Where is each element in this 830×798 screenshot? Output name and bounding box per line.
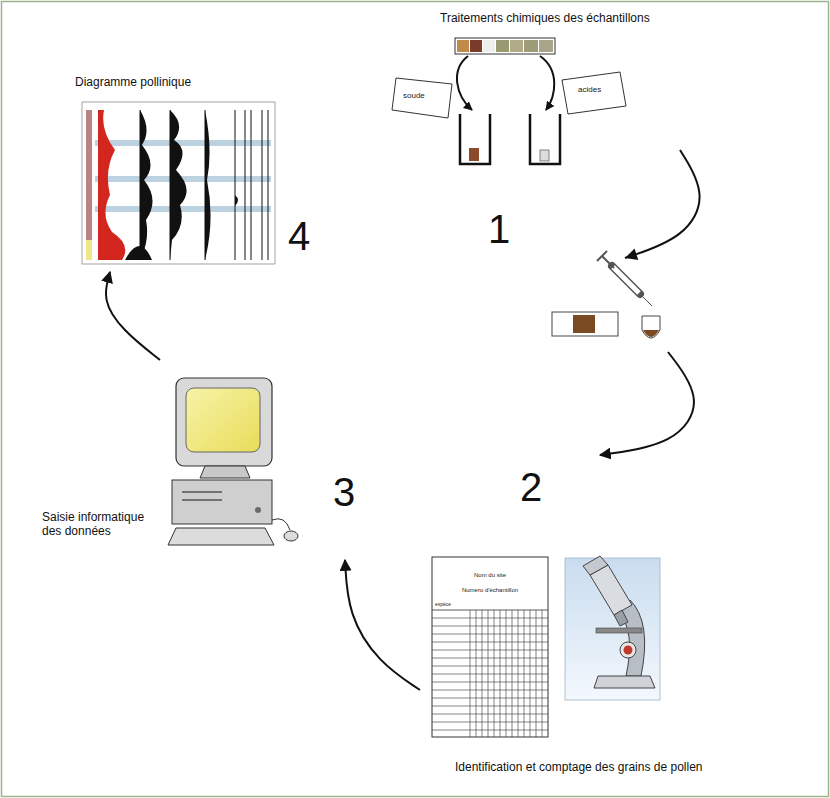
- step-number: 3: [333, 468, 355, 516]
- sheet-heading: Numero d'échantillon: [440, 587, 540, 594]
- step-group: Traitements chimiques des échantillons 1: [390, 5, 680, 257]
- bottle-label: soude: [403, 92, 425, 101]
- step-number: 2: [520, 463, 542, 511]
- sheet-heading: Nom du site: [440, 572, 540, 579]
- computer-icon: [168, 378, 298, 545]
- step-title: Traitements chimiques des échantillons: [440, 11, 650, 25]
- flow-arrow: [345, 560, 420, 690]
- flow-arrow: [600, 150, 700, 455]
- step-title: Diagramme pollinique: [75, 75, 191, 89]
- step-group: Diagramme pollinique 4: [70, 70, 330, 272]
- step-group: Saisie informatique des données 3: [30, 360, 380, 560]
- counting-sheet: [432, 557, 548, 737]
- bottle-label: acides: [578, 86, 601, 95]
- microscope-picture: [565, 556, 660, 700]
- chemical-treatment-illustration: [392, 38, 626, 164]
- slide-preparation-illustration: [552, 249, 660, 338]
- step-number: 4: [288, 212, 310, 260]
- pollen-diagram-picture: [82, 102, 275, 264]
- step-title: Identification et comptage des grains de…: [455, 760, 703, 774]
- flow-arrow: [106, 272, 160, 360]
- step-group: 2Identification et comptage des grains d…: [420, 455, 800, 785]
- step-number: 1: [488, 205, 510, 253]
- step-title: Saisie informatique des données: [42, 510, 162, 539]
- sheet-column-heading: espèce: [435, 602, 451, 608]
